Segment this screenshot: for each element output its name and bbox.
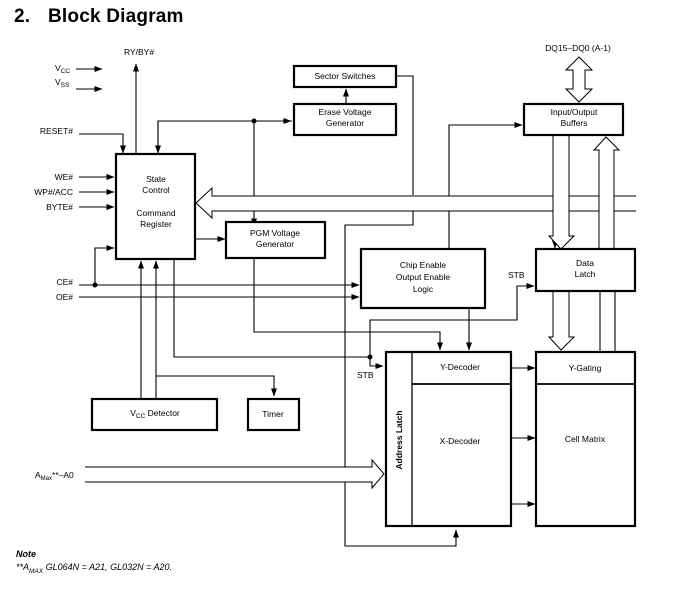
reset-wire — [79, 133, 126, 154]
vcc-detector-label: VCC Detector — [130, 408, 180, 420]
stb-lower-label: STB — [357, 370, 374, 380]
pgm-to-ydecoder-wire — [253, 259, 443, 351]
chip-enable-line1: Chip Enable — [400, 260, 447, 270]
vcc-detector-block — [90, 397, 219, 432]
erase-voltage-block — [292, 102, 398, 137]
state-control-line1: State — [146, 174, 166, 184]
vcc-label: VCC — [55, 63, 70, 75]
state-control-line3: Command — [136, 208, 175, 218]
we-label: WE# — [55, 172, 74, 182]
junction-dot — [92, 282, 98, 288]
address-bus — [85, 458, 385, 490]
io-buffers-block — [522, 102, 625, 137]
timer-label: Timer — [262, 409, 284, 419]
ce-to-io-wire — [448, 122, 523, 248]
latch-to-ygate-bus — [547, 291, 576, 351]
io-buffers-line2: Buffers — [561, 118, 588, 128]
io-to-latch-bus — [547, 136, 576, 250]
x-decoder-label: X-Decoder — [440, 436, 481, 446]
note-text: **AMAX GL064N = A21, GL032N = A20. — [16, 562, 172, 575]
stb-upper-label: STB — [508, 270, 525, 280]
chip-enable-line2: Output Enable — [396, 272, 451, 282]
pgm-voltage-line2: Generator — [256, 239, 294, 249]
dq-bus-arrow — [564, 56, 594, 103]
data-to-state-bus — [195, 186, 636, 220]
wires — [76, 63, 616, 547]
buses — [85, 56, 636, 490]
decoder-block — [384, 350, 513, 528]
stb-upper-wire — [369, 283, 535, 357]
sector-switches-block — [292, 64, 398, 89]
erase-voltage-line2: Generator — [326, 118, 364, 128]
ce-to-state-wire — [94, 245, 115, 285]
state-control-line2: Control — [142, 185, 170, 195]
blocks — [90, 64, 637, 528]
note-prefix: **A — [16, 562, 30, 572]
latch-to-io-bus — [592, 136, 621, 248]
data-latch-line2: Latch — [575, 269, 596, 279]
note-sub: MAX — [29, 567, 44, 575]
vss-label: VSS — [55, 77, 70, 89]
junction-dot — [251, 118, 257, 124]
oe-label: OE# — [56, 292, 73, 302]
byte-label: BYTE# — [46, 202, 73, 212]
chip-enable-line3: Logic — [413, 284, 434, 294]
address-latch-label: Address Latch — [394, 410, 404, 469]
section-title: 2. Block Diagram — [14, 6, 184, 28]
ry-by-label: RY/BY# — [124, 47, 154, 57]
address-label: AMax**–A0 — [35, 470, 74, 482]
pgm-voltage-block — [224, 220, 327, 260]
y-decoder-label: Y-Decoder — [440, 362, 480, 372]
state-to-timer-wire — [156, 375, 277, 397]
note-body: GL064N = A21, GL032N = A20. — [43, 562, 173, 572]
erase-voltage-line1: Erase Voltage — [319, 107, 372, 117]
addr-latch-bottom-wire — [344, 210, 459, 547]
state-control-block — [114, 152, 197, 261]
sector-switches-label: Sector Switches — [315, 71, 376, 81]
wp-acc-label: WP#/ACC — [34, 187, 73, 197]
io-buffers-line1: Input/Output — [551, 107, 598, 117]
pgm-voltage-line1: PGM Voltage — [250, 228, 300, 238]
ce-label: CE# — [56, 277, 73, 287]
reset-label: RESET# — [40, 126, 73, 136]
state-to-erase-wire — [157, 120, 292, 153]
note-heading: Note — [16, 549, 36, 559]
timer-block — [246, 397, 301, 432]
section-heading: Block Diagram — [48, 6, 184, 27]
stb-lower-wire — [173, 259, 384, 369]
labels: VCC VSS RY/BY# RESET# WE# WP#/ACC BYTE# … — [34, 43, 611, 482]
data-latch-line1: Data — [576, 258, 594, 268]
dq-label: DQ15–DQ0 (A-1) — [545, 43, 611, 53]
sector-out-wire — [397, 75, 414, 195]
cell-matrix-block — [534, 350, 637, 528]
state-control-line4: Register — [140, 219, 172, 229]
cell-matrix-label: Cell Matrix — [565, 434, 606, 444]
data-latch-block — [534, 247, 637, 293]
section-number: 2. — [14, 6, 31, 27]
y-gating-label: Y-Gating — [569, 363, 602, 373]
chip-enable-block — [359, 247, 487, 310]
